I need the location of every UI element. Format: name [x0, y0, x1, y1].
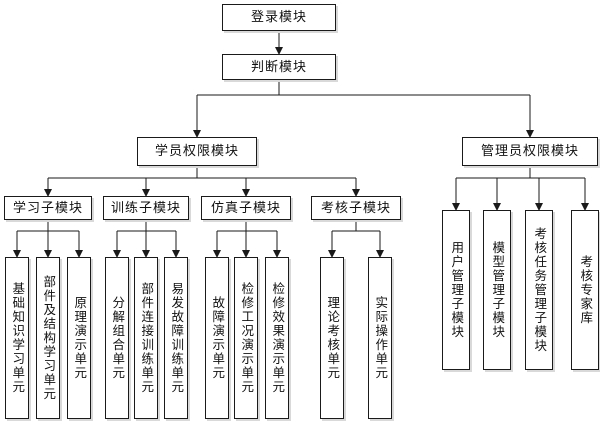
sim-submodule: 仿真子模块 [201, 196, 291, 220]
learn-unit: 原理演示单元 [67, 257, 91, 419]
admin-permission-module: 管理员权限模块 [462, 137, 598, 166]
learn-unit: 基础知识学习单元 [5, 257, 29, 419]
learn-submodule: 学习子模块 [4, 196, 92, 220]
admin-unit: 考核专家库 [571, 210, 599, 370]
student-permission-module: 学员权限模块 [137, 137, 257, 166]
learn-unit: 部件及结构学习单元 [36, 257, 60, 419]
train-unit: 部件连接训练单元 [134, 257, 158, 419]
train-unit: 易发故障训练单元 [164, 257, 188, 419]
sim-unit: 检修效果演示单元 [265, 257, 289, 419]
login-module: 登录模块 [222, 4, 336, 31]
admin-unit: 考核任务管理子模块 [525, 210, 553, 370]
sim-unit: 检修工况演示单元 [234, 257, 258, 419]
train-unit: 分解组合单元 [105, 257, 129, 419]
train-submodule: 训练子模块 [103, 196, 189, 220]
exam-submodule: 考核子模块 [311, 196, 401, 220]
admin-unit: 用户管理子模块 [442, 210, 470, 370]
exam-unit: 理论考核单元 [320, 257, 344, 419]
exam-unit: 实际操作单元 [368, 257, 392, 419]
admin-unit: 模型管理子模块 [483, 210, 511, 370]
judge-module: 判断模块 [222, 54, 336, 80]
sim-unit: 故障演示单元 [205, 257, 229, 419]
